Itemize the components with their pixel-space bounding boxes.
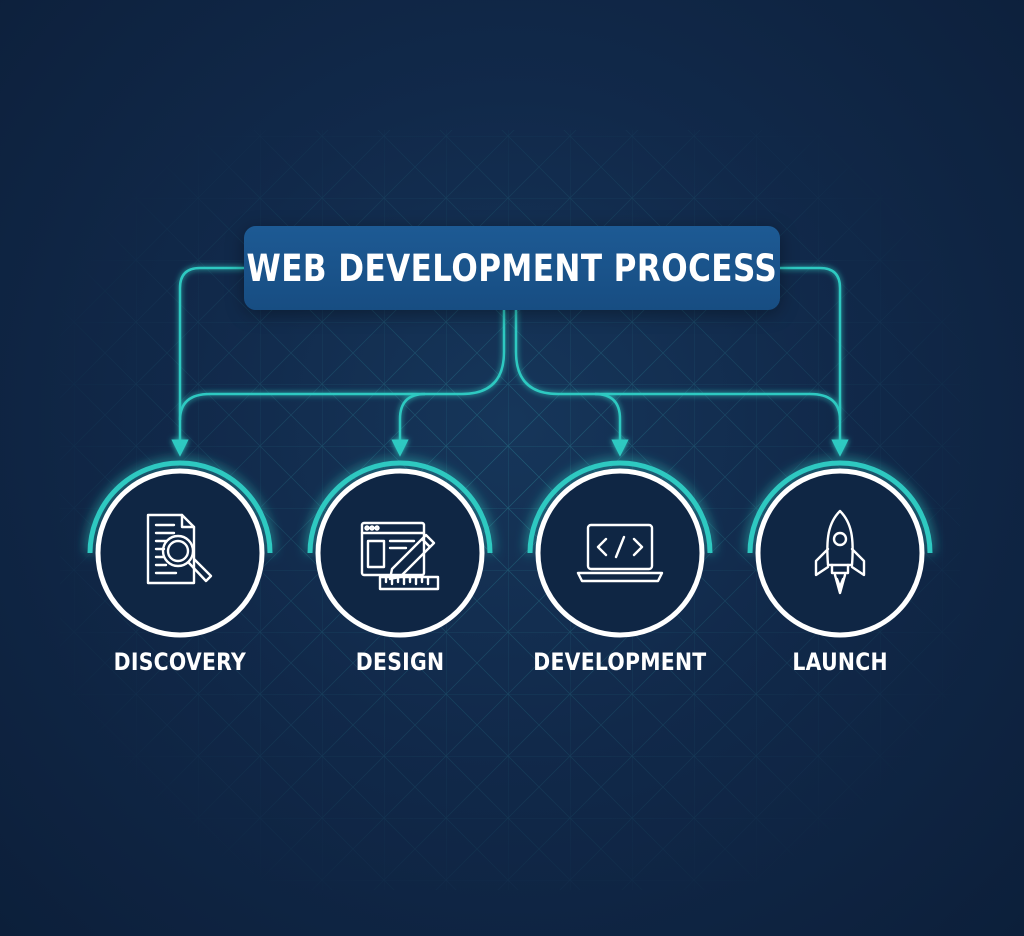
step-label-discovery: DISCOVERY	[113, 648, 247, 676]
step-glow-arc	[527, 460, 713, 554]
step-circle-discovery	[87, 460, 273, 638]
step-glow-arc	[87, 460, 273, 554]
step-ring	[95, 468, 265, 638]
page-title: WEB DEVELOPMENT PROCESS	[246, 246, 778, 290]
rocket-icon	[814, 509, 866, 595]
step-ring	[315, 468, 485, 638]
step-glow-arc	[747, 460, 933, 554]
connector-lines	[171, 266, 849, 457]
step-label-development: DEVELOPMENT	[533, 648, 707, 676]
step-ring	[755, 468, 925, 638]
laptop-code-icon	[576, 523, 664, 583]
step-label-design: DESIGN	[355, 648, 445, 676]
connector-launch-inner	[595, 392, 842, 421]
document-magnifier-icon	[146, 513, 213, 585]
browser-pencil-ruler-icon	[360, 521, 440, 591]
step-circle-development	[527, 460, 713, 638]
step-glow-arc	[307, 460, 493, 554]
step-ring	[535, 468, 705, 638]
connector-discovery	[171, 266, 244, 457]
title-box: WEB DEVELOPMENT PROCESS	[244, 226, 780, 310]
connector-launch	[780, 266, 849, 457]
step-circle-design	[307, 460, 493, 638]
connector-design	[391, 310, 506, 457]
step-circle-launch	[747, 460, 933, 638]
step-label-launch: LAUNCH	[792, 648, 888, 676]
connector-development	[514, 310, 629, 457]
connector-discovery-inner	[178, 392, 425, 421]
